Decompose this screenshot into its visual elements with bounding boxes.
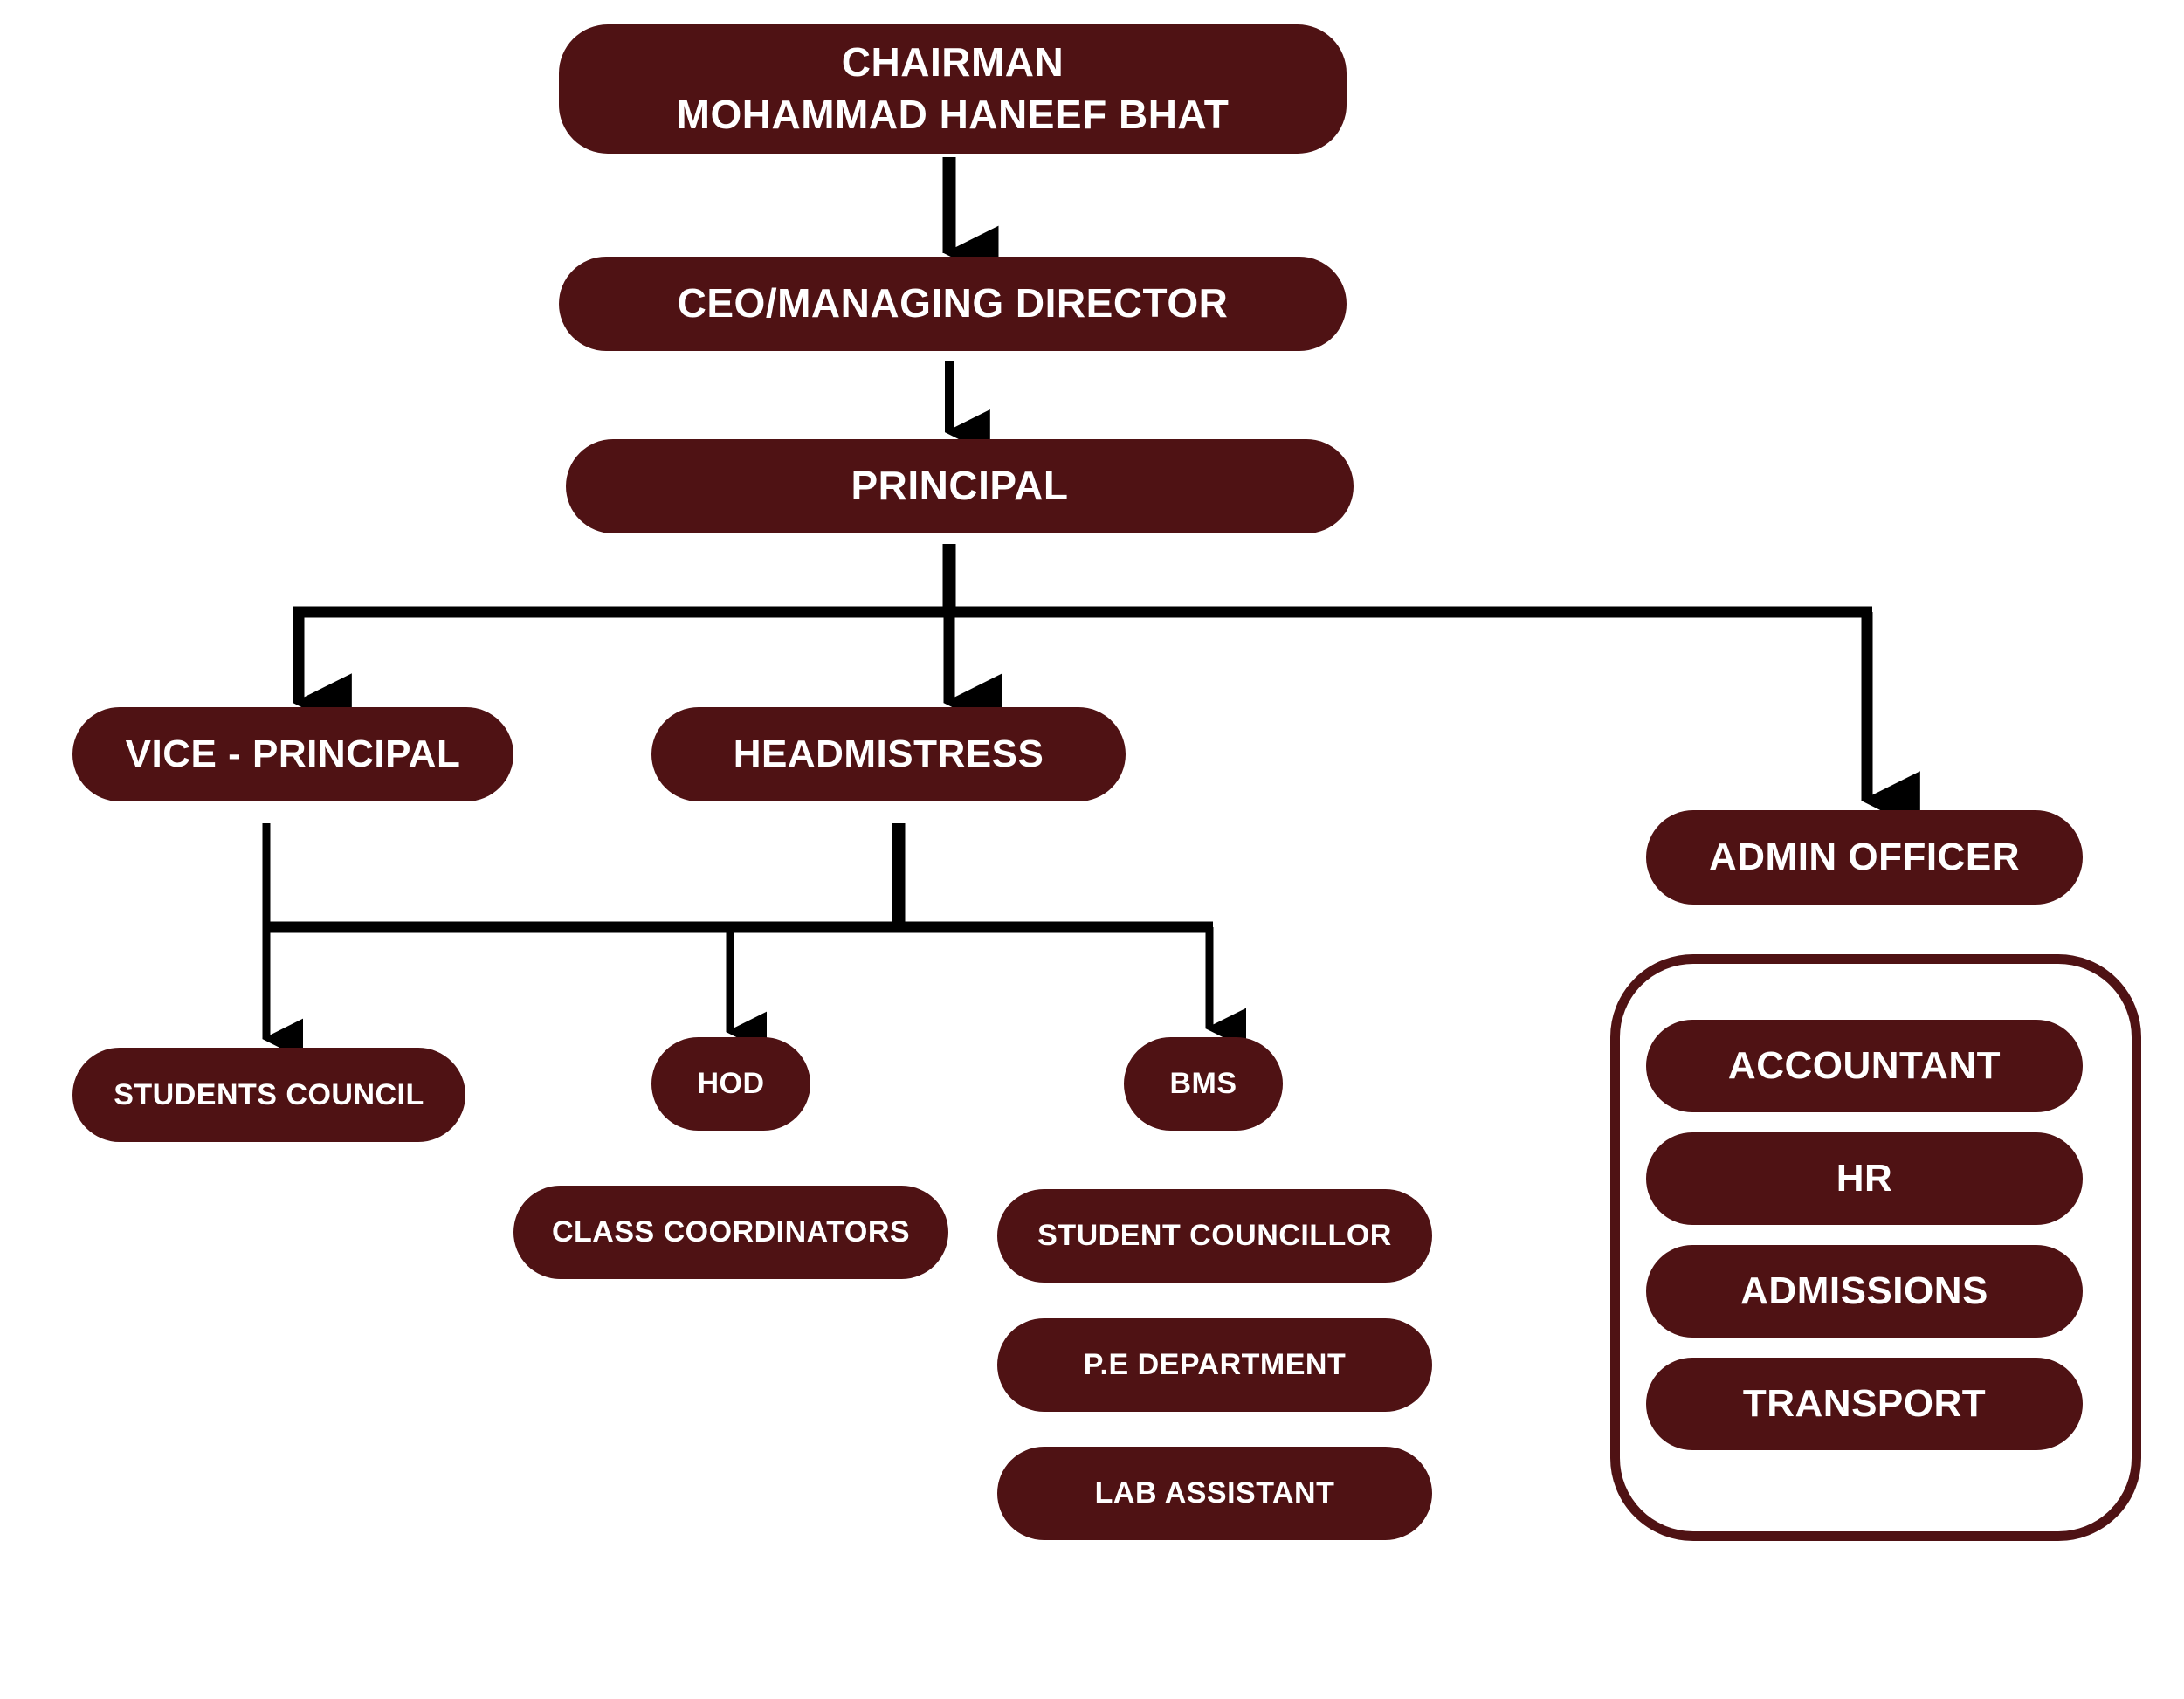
student-councillor-node: STUDENT COUNCILLOR [997,1189,1432,1283]
admin-officer-node: ADMIN OFFICER [1646,810,2083,905]
vice-principal-node: VICE - PRINCIPAL [72,707,513,801]
admissions-node: ADMISSIONS [1646,1245,2083,1338]
lab-assistant-node: LAB ASSISTANT [997,1447,1432,1540]
chairman-title: CHAIRMAN [841,39,1064,86]
hr-node: HR [1646,1132,2083,1225]
bms-node: BMS [1124,1037,1283,1131]
hod-node: HOD [651,1037,810,1131]
ceo-node: CEO/MANAGING DIRECTOR [559,257,1347,351]
accountant-node: ACCOUNTANT [1646,1020,2083,1112]
principal-node: PRINCIPAL [566,439,1354,533]
transport-node: TRANSPORT [1646,1358,2083,1450]
headmistress-node: HEADMISTRESS [651,707,1126,801]
students-council-node: STUDENTS COUNCIL [72,1048,465,1142]
chairman-node: CHAIRMAN MOHAMMAD HANEEF BHAT [559,24,1347,154]
admin-staff-group [1610,954,2141,1541]
class-coordinators-node: CLASS COORDINATORS [513,1186,948,1279]
chairman-name: MOHAMMAD HANEEF BHAT [676,92,1230,137]
pe-department-node: P.E DEPARTMENT [997,1318,1432,1412]
